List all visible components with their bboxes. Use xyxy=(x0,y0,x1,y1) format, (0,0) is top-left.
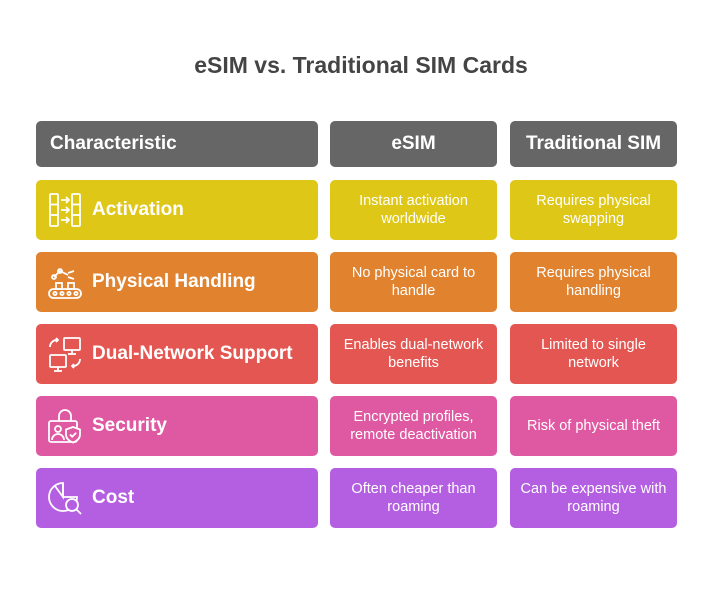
row-activation-esim: Instant activation worldwide xyxy=(330,180,497,240)
row-activation-label: Activation xyxy=(92,199,184,220)
row-security-esim: Encrypted profiles, remote deactivation xyxy=(330,396,497,456)
row-physical-handling-esim: No physical card to handle xyxy=(330,252,497,312)
row-cost-traditional: Can be expensive with roaming xyxy=(510,468,677,528)
row-dual-network-traditional: Limited to single network xyxy=(510,324,677,384)
lock-user-shield-icon xyxy=(46,407,84,445)
row-cost-feature: Cost xyxy=(36,468,318,528)
row-dual-network-esim: Enables dual-network benefits xyxy=(330,324,497,384)
row-dual-network-feature: Dual-Network Support xyxy=(36,324,318,384)
header-characteristic: Characteristic xyxy=(36,121,318,167)
page-title: eSIM vs. Traditional SIM Cards xyxy=(194,52,528,78)
row-cost-esim: Often cheaper than roaming xyxy=(330,468,497,528)
row-physical-handling-feature: Physical Handling xyxy=(36,252,318,312)
row-physical-handling-traditional: Requires physical handling xyxy=(510,252,677,312)
pie-chart-search-icon xyxy=(46,479,84,517)
row-activation-traditional: Requires physical swapping xyxy=(510,180,677,240)
row-security-label: Security xyxy=(92,415,167,436)
header-esim: eSIM xyxy=(330,121,497,167)
row-security-traditional: Risk of physical theft xyxy=(510,396,677,456)
row-physical-handling-label: Physical Handling xyxy=(92,271,256,292)
dual-monitor-sync-icon xyxy=(46,335,84,373)
sim-swap-icon xyxy=(46,191,84,229)
row-dual-network-label: Dual-Network Support xyxy=(92,343,293,364)
header-traditional-sim: Traditional SIM xyxy=(510,121,677,167)
row-security-feature: Security xyxy=(36,396,318,456)
row-cost-label: Cost xyxy=(92,487,135,508)
row-activation-feature: Activation xyxy=(36,180,318,240)
conveyor-robot-arm-icon xyxy=(46,263,84,301)
